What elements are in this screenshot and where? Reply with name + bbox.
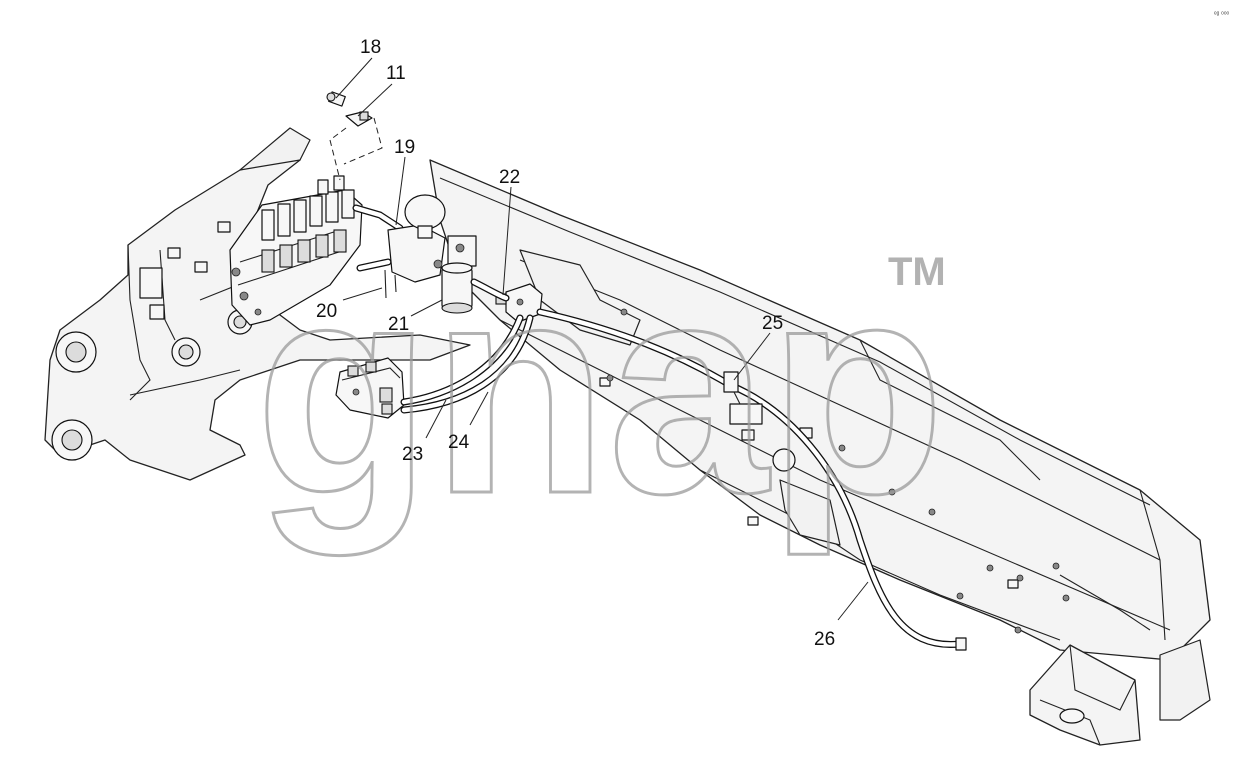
callout-22: 22 [499, 167, 520, 188]
accumulator-manifold [352, 194, 477, 299]
chassis-rail [429, 159, 1211, 661]
auxiliary-valve-block [335, 357, 405, 419]
hoses [400, 278, 967, 651]
callout-25: 25 [762, 313, 783, 334]
rail-access-hole [772, 448, 796, 472]
callout-23: 23 [402, 444, 423, 465]
rear-mount-bracket [1029, 639, 1211, 746]
callout-19: 19 [394, 137, 415, 158]
callout-11: 11 [386, 63, 406, 84]
callout-20: 20 [316, 301, 337, 322]
exploded-fittings [326, 91, 383, 181]
callouts: 18 11 19 22 20 21 25 23 24 26 [316, 37, 835, 650]
corner-mark: ᵉᵍ ᵒᵒᵒ [1214, 11, 1229, 18]
watermark-text: gnap [255, 220, 945, 558]
watermark: gnap TM [254, 219, 947, 560]
callout-24: 24 [448, 432, 470, 453]
control-valve-bank [229, 175, 363, 326]
callout-21: 21 [388, 314, 409, 335]
watermark-trademark: TM [888, 250, 946, 294]
leader-lines [335, 57, 869, 621]
callout-18: 18 [360, 37, 381, 58]
callout-26: 26 [814, 629, 835, 650]
mount-hole [1059, 708, 1085, 724]
filter-canister [441, 262, 473, 314]
hose-clamp [723, 371, 763, 425]
